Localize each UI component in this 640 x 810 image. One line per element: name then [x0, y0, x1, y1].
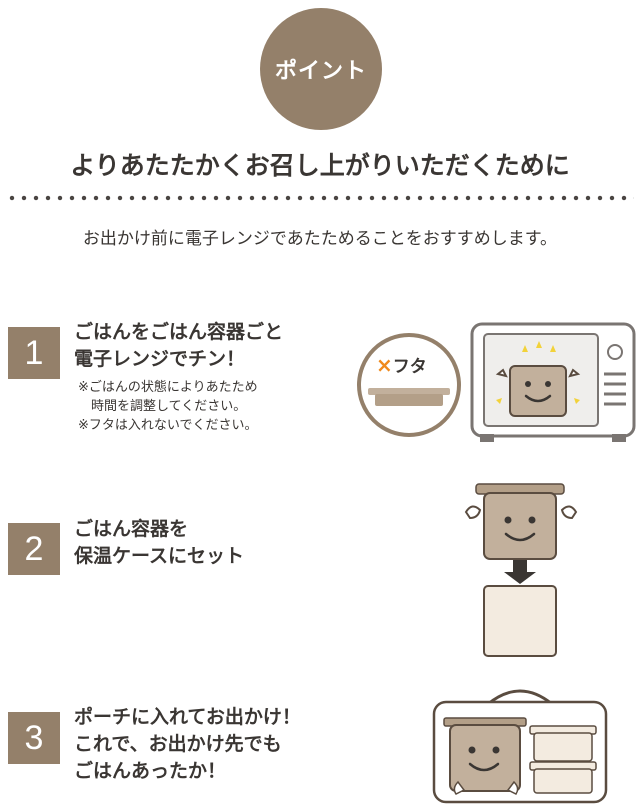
step-1-text: ごはんをごはん容器ごと 電子レンジでチン！ [74, 319, 283, 373]
step-2-line-1: ごはん容器を [74, 518, 189, 540]
step-3-line-2: これで、お出かけ先でも [74, 733, 282, 755]
step-1-notes: ※ごはんの状態によりあたため 時間を調整してください。 ※フタは入れないでくださ… [78, 378, 258, 435]
step-1-note-2: 時間を調整してください。 [78, 399, 247, 414]
microwave-illustration [470, 322, 636, 446]
point-badge: ポイント [260, 8, 382, 130]
step-3-line-3: ごはんあったか！ [74, 760, 227, 782]
cross-mark-icon: × [376, 353, 393, 377]
step-3-number: 3 [8, 712, 60, 764]
dotted-divider [6, 195, 634, 201]
step-3-text: ポーチに入れてお出かけ！ これで、お出かけ先でも ごはんあったか！ [74, 704, 301, 785]
step-2-text: ごはん容器を 保温ケースにセット [74, 516, 244, 570]
step-3-line-1: ポーチに入れてお出かけ！ [74, 706, 301, 728]
step-1-number: 1 [8, 327, 60, 379]
step-1-note-1: ※ごはんの状態によりあたため [78, 380, 258, 395]
step-1-line-1: ごはんをごはん容器ごと [74, 321, 284, 343]
lid-label-text: フタ [392, 357, 427, 377]
pouch-illustration [432, 682, 608, 806]
step-1-note-3: ※フタは入れないでください。 [78, 418, 258, 433]
container-into-case-illustration [462, 480, 580, 658]
intro-text: お出かけ前に電子レンジであたためることをおすすめします。 [82, 229, 558, 249]
step-2-line-2: 保温ケースにセット [74, 545, 245, 567]
no-lid-label: ×フタ [376, 352, 456, 377]
page-title: よりあたたかくお召し上がりいただくために [70, 151, 570, 180]
no-lid-illustration [356, 332, 462, 438]
step-2-number: 2 [8, 523, 60, 575]
step-1-line-2: 電子レンジでチン！ [74, 348, 246, 370]
